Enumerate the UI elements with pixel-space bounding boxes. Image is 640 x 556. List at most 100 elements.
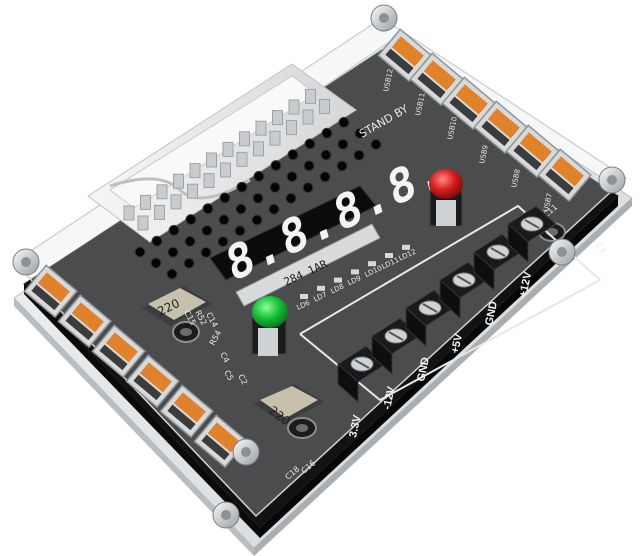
usb-port[interactable]	[377, 28, 432, 83]
status-led	[351, 269, 359, 275]
screw-terminal[interactable]	[507, 205, 557, 264]
terminal-label: -12V	[381, 385, 398, 411]
header-pin	[252, 192, 264, 204]
atx-pin	[269, 130, 281, 146]
screw-terminal-block	[337, 205, 557, 404]
atx-pin	[288, 99, 300, 115]
status-led	[334, 277, 342, 283]
header-pin	[168, 224, 180, 236]
status-led	[385, 253, 393, 258]
atx-pin	[302, 109, 314, 125]
header-pin	[268, 203, 280, 215]
atx-pin	[203, 173, 215, 189]
header-pin	[166, 268, 178, 280]
usb-label: USB9	[478, 144, 490, 164]
header-pin	[183, 257, 195, 269]
atx-pin	[222, 141, 234, 157]
atx-pin	[272, 110, 283, 126]
usb-ports-right	[377, 28, 592, 203]
header-pin	[219, 192, 231, 204]
usb-label: USB8	[510, 168, 522, 188]
header-pin	[167, 246, 179, 258]
header-pin	[304, 138, 316, 150]
reset-button-red[interactable]	[429, 169, 463, 227]
svg-text:C2: C2	[236, 373, 249, 387]
terminal-label: +5V	[449, 332, 465, 355]
terminal-label: GND	[483, 300, 500, 326]
header-pin	[134, 246, 146, 258]
inductor-top: 220	[142, 286, 212, 326]
header-pin	[200, 246, 212, 258]
svg-text:C4: C4	[218, 351, 231, 365]
atx-pin	[206, 152, 217, 168]
header-pin	[185, 214, 197, 226]
atx-pin	[255, 120, 267, 136]
atx-pin	[319, 98, 330, 114]
corner-screws	[12, 4, 626, 529]
usb-port[interactable]	[473, 100, 528, 155]
atx-24pin-connector	[87, 63, 357, 243]
header-pin	[217, 236, 229, 248]
usb-port[interactable]	[537, 148, 592, 203]
usb-port[interactable]	[441, 76, 496, 131]
header-pin	[218, 214, 230, 226]
header-pin	[150, 257, 162, 269]
atx-pin	[137, 215, 149, 231]
usb-port[interactable]	[159, 384, 214, 439]
header-pin	[320, 149, 332, 161]
atx-pin	[236, 151, 248, 167]
status-led	[317, 285, 325, 291]
usb-port[interactable]	[91, 324, 146, 379]
terminal-label: 3.3V	[347, 413, 364, 438]
screw-head	[232, 438, 260, 466]
screw-head	[548, 238, 576, 266]
usb-label: USB7	[542, 192, 554, 212]
header-pin	[353, 149, 365, 161]
header-pin	[336, 160, 348, 172]
header-pin	[337, 138, 349, 150]
header-pins	[134, 116, 382, 280]
usb-port[interactable]	[409, 52, 464, 107]
header-pin	[302, 182, 314, 194]
screw-head	[12, 248, 40, 276]
status-led	[368, 261, 376, 267]
header-pin	[319, 171, 331, 183]
atx-pin	[154, 204, 165, 220]
header-pin	[253, 170, 265, 182]
atx-pin	[220, 162, 231, 178]
svg-text:C3: C3	[594, 241, 607, 255]
usb-port[interactable]	[125, 354, 180, 409]
header-pin	[236, 181, 248, 193]
header-pin	[269, 181, 281, 193]
header-pin	[338, 116, 350, 128]
header-pin	[286, 171, 298, 183]
atx-pin	[305, 88, 316, 104]
power-button-green[interactable]	[251, 296, 288, 356]
usb-port[interactable]	[23, 264, 78, 319]
header-pin	[370, 138, 382, 150]
atx-pin	[123, 205, 135, 221]
atx-pin	[187, 183, 198, 199]
header-pin	[184, 235, 196, 247]
terminal-label: GND	[415, 356, 432, 382]
atx-pin	[156, 184, 168, 200]
screw-head	[370, 4, 398, 32]
electrolytic-capacitors	[172, 222, 566, 439]
header-pin	[287, 149, 299, 161]
svg-text:C5: C5	[222, 369, 235, 383]
header-pin	[234, 225, 246, 237]
header-pin	[251, 214, 263, 226]
atx-pin	[170, 194, 182, 210]
atx-pin	[173, 173, 184, 189]
status-led	[402, 244, 410, 250]
header-pin	[201, 225, 213, 237]
header-pin	[285, 192, 297, 204]
usb-port[interactable]	[505, 124, 560, 179]
header-pin	[321, 127, 333, 139]
atx-pin	[140, 194, 151, 210]
usb-port[interactable]	[57, 294, 112, 349]
header-pin	[354, 127, 366, 139]
